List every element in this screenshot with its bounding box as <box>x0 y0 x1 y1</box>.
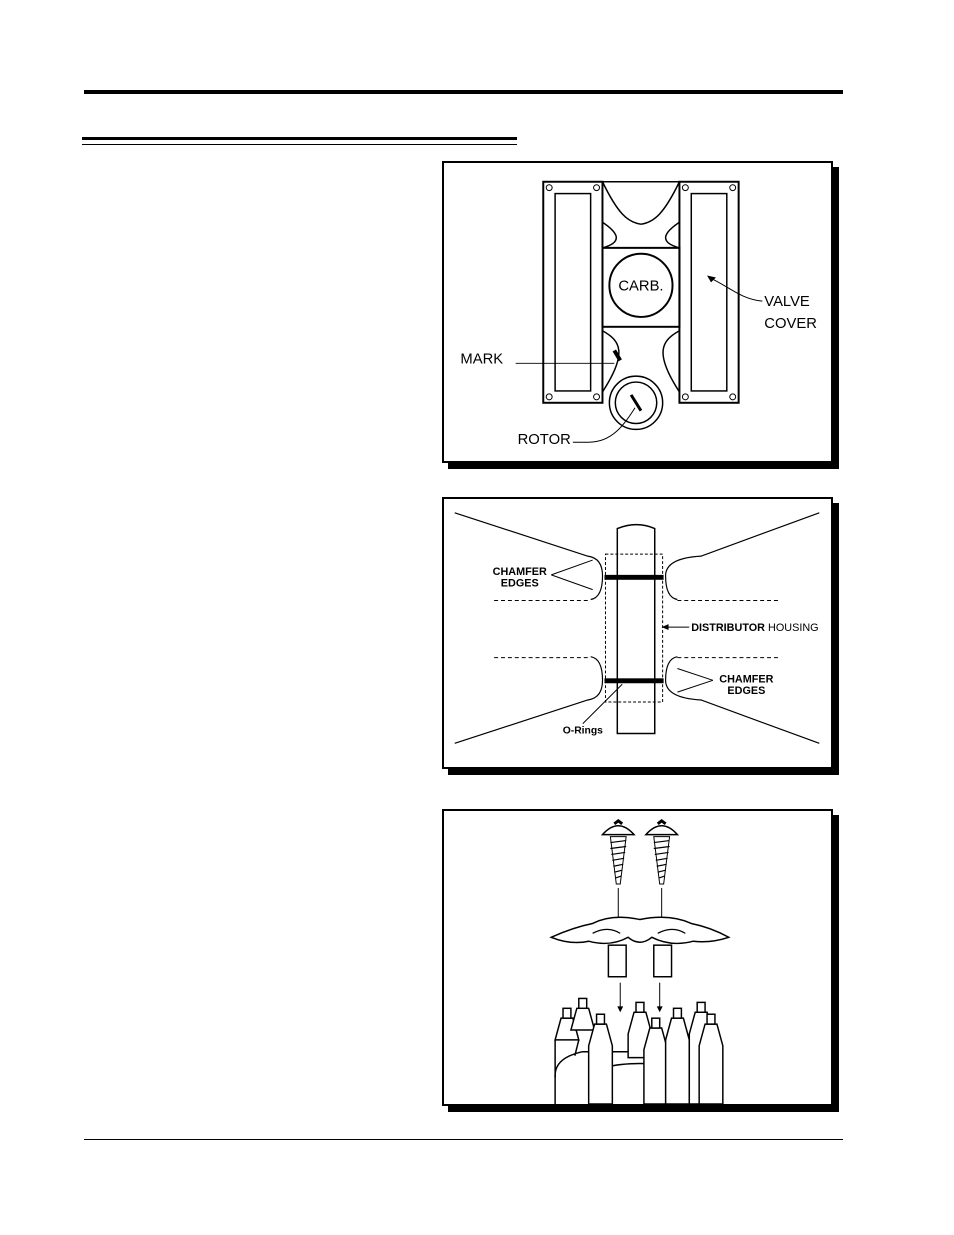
carb-label: CARB. <box>618 278 663 294</box>
intake-alignment-drawing: CARB. MARK ROTOR VALVE COVER <box>444 163 831 461</box>
o-rings-label: O-Rings <box>563 726 603 737</box>
chamfer-bottom-label-line1: CHAMFER <box>719 673 773 685</box>
footer-rule <box>84 1139 843 1140</box>
chamfer-top-label-line2: EDGES <box>501 578 539 590</box>
mark-label: MARK <box>460 351 503 367</box>
distributor-housing-drawing: CHAMFER EDGES DISTRIBUTOR HOUSING CHAMFE… <box>444 499 831 767</box>
left-valve-cover <box>543 182 602 403</box>
housing-label: HOUSING <box>768 622 819 634</box>
o-ring-top <box>604 575 663 580</box>
rotor-icon <box>551 917 729 943</box>
cap-assembly-drawing <box>444 811 831 1104</box>
section-rule-thick <box>82 137 517 140</box>
right-valve-cover <box>679 182 738 403</box>
chamfer-bottom-label-line2: EDGES <box>727 685 765 697</box>
screw-icon <box>646 821 678 884</box>
rotor-icon <box>631 395 641 411</box>
header-rule <box>84 90 843 94</box>
screw-icon <box>602 821 634 884</box>
figure-cap-assembly <box>442 809 833 1106</box>
o-ring-bottom <box>604 678 663 683</box>
section-rule-thin <box>82 144 517 145</box>
rotor-label: ROTOR <box>518 432 571 448</box>
valve-cover-label-line1: VALVE <box>764 294 810 310</box>
distributor-cap <box>555 998 723 1104</box>
figure-distributor-housing: CHAMFER EDGES DISTRIBUTOR HOUSING CHAMFE… <box>442 497 833 769</box>
distributor-label: DISTRIBUTOR <box>691 622 765 634</box>
chamfer-top-label-line1: CHAMFER <box>493 566 547 578</box>
valve-cover-label-line2: COVER <box>764 316 817 332</box>
figure-intake-alignment: CARB. MARK ROTOR VALVE COVER <box>442 161 833 463</box>
